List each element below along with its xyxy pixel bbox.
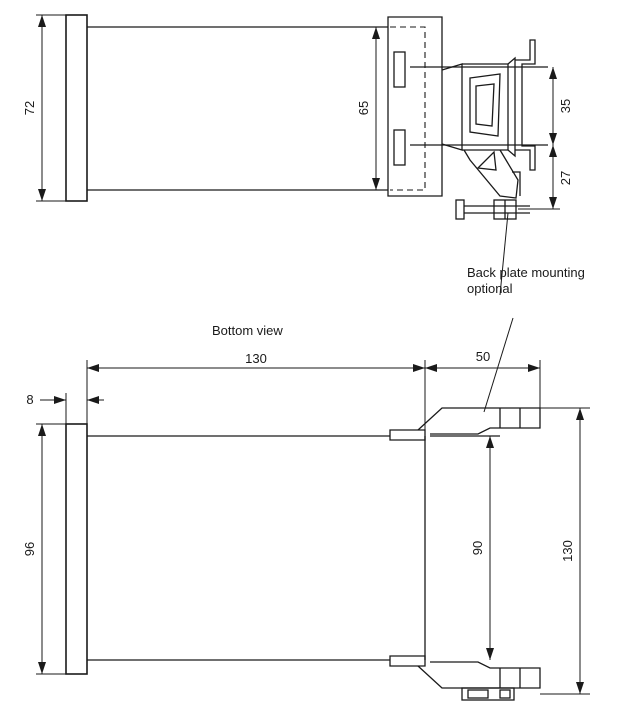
- top-view: 72 65 35 27: [22, 14, 573, 296]
- upper-clamp: [389, 407, 541, 441]
- bottom-view-title: Bottom view: [212, 323, 283, 338]
- dim-8-label: 8: [26, 392, 33, 407]
- dim-130-length-label: 130: [245, 351, 267, 366]
- mounting-screw: [455, 199, 530, 220]
- dim-90-label: 90: [470, 541, 485, 555]
- dim-27: [518, 145, 560, 210]
- dim-90: [486, 436, 494, 660]
- front-bezel-bottom: [65, 423, 88, 675]
- terminal-hidden-outline: [390, 26, 426, 191]
- dim-65: [372, 27, 380, 190]
- dim-50-label: 50: [476, 349, 490, 364]
- dim-27-label: 27: [558, 171, 573, 185]
- bottom-view: 130 50 8 96: [22, 317, 590, 701]
- terminal-slot-lower: [393, 129, 406, 166]
- dim-130-length: [86, 360, 426, 436]
- dim-35: [549, 67, 557, 145]
- dim-8: [40, 393, 104, 424]
- front-bezel-top: [65, 14, 88, 202]
- dim-50: [425, 360, 541, 408]
- note-leader-bottom: [483, 317, 514, 413]
- dim-72: [36, 14, 66, 202]
- dim-130-total: [540, 407, 590, 695]
- dim-35-label: 35: [558, 99, 573, 113]
- dim-72-label: 72: [22, 101, 37, 115]
- note-line-2: optional: [467, 281, 513, 296]
- dim-96-label: 96: [22, 542, 37, 556]
- dim-65-label: 65: [356, 101, 371, 115]
- dim-96: [36, 423, 66, 675]
- lower-clamp: [389, 655, 541, 701]
- back-plate-bracket: [410, 39, 548, 199]
- note-leader-top: [499, 212, 509, 296]
- terminal-slot-upper: [393, 51, 406, 88]
- note-line-1: Back plate mounting: [467, 265, 585, 280]
- rear-terminal-block: [387, 16, 443, 197]
- dim-130-total-label: 130: [560, 540, 575, 562]
